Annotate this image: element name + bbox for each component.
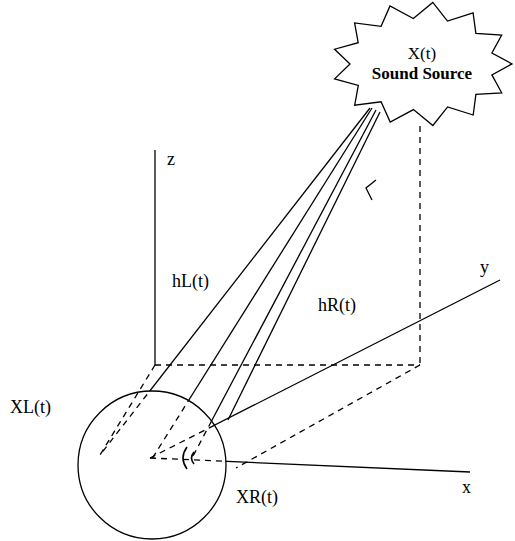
source-label: Sound Source	[372, 64, 472, 84]
z-axis	[154, 150, 155, 365]
diagram-label: hL(t)	[172, 272, 209, 292]
diagram-label: XL(t)	[10, 398, 51, 418]
diagram-label: XR(t)	[236, 488, 278, 508]
diagram-label: y	[480, 258, 489, 278]
starburst	[335, 2, 512, 125]
solid-lines	[100, 108, 500, 472]
hidden-lines	[100, 108, 500, 472]
source-tip	[366, 180, 376, 200]
diagram-label: hR(t)	[318, 296, 356, 316]
projection-lines	[100, 126, 420, 468]
signal-name: X(t)	[408, 44, 436, 64]
diagram-label: z	[167, 150, 175, 170]
sound-source: X(t)Sound Source	[332, 2, 512, 126]
ear-symbol	[183, 447, 194, 469]
diagram-label: x	[462, 478, 471, 498]
head-circle	[78, 391, 226, 539]
